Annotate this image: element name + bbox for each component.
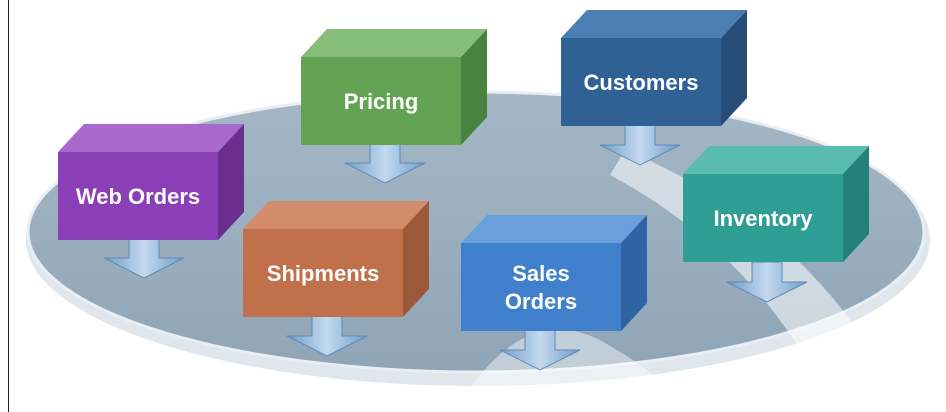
web-orders-block-front-face [58,152,218,240]
sales-orders-down-arrow [499,329,581,371]
inventory-label: Inventory [713,206,813,231]
shipments-label: Shipments [267,261,379,286]
web-orders-block-side-face [218,124,244,240]
pricing-down-arrow [344,142,426,184]
pricing-label: Pricing [344,89,419,114]
shipments-block-top-face [243,201,429,229]
shipments-block-side-face [403,201,429,317]
customers-block-side-face [721,10,747,126]
customers-down-arrow [599,124,681,166]
pricing-block-front-face [301,57,461,145]
pricing-block: Pricing [301,29,487,145]
pricing-block-top-face [301,29,487,57]
sales-orders-label-line-2: Orders [505,289,577,314]
shipments-block-front-face [243,229,403,317]
left-border-line [8,0,9,412]
inventory-block: Inventory [683,146,869,262]
web-orders-block: Web Orders [58,124,244,240]
sales-orders-label-line-1: Sales [512,261,570,286]
inventory-block-front-face [683,174,843,262]
customers-label: Customers [584,70,699,95]
inventory-block-top-face [683,146,869,174]
inventory-block-side-face [843,146,869,262]
shipments-down-arrow [286,315,368,357]
customers-block-top-face [561,10,747,38]
web-orders-label: Web Orders [76,184,200,209]
shipments-block: Shipments [243,201,429,317]
sales-orders-block-front-face [461,243,621,331]
customers-block: Customers [561,10,747,126]
web-orders-down-arrow [103,237,185,279]
web-orders-block-top-face [58,124,244,152]
inventory-down-arrow [726,261,808,303]
sales-orders-block-side-face [621,215,647,331]
pricing-block-side-face [461,29,487,145]
sales-orders-block-top-face [461,215,647,243]
customers-block-front-face [561,38,721,126]
